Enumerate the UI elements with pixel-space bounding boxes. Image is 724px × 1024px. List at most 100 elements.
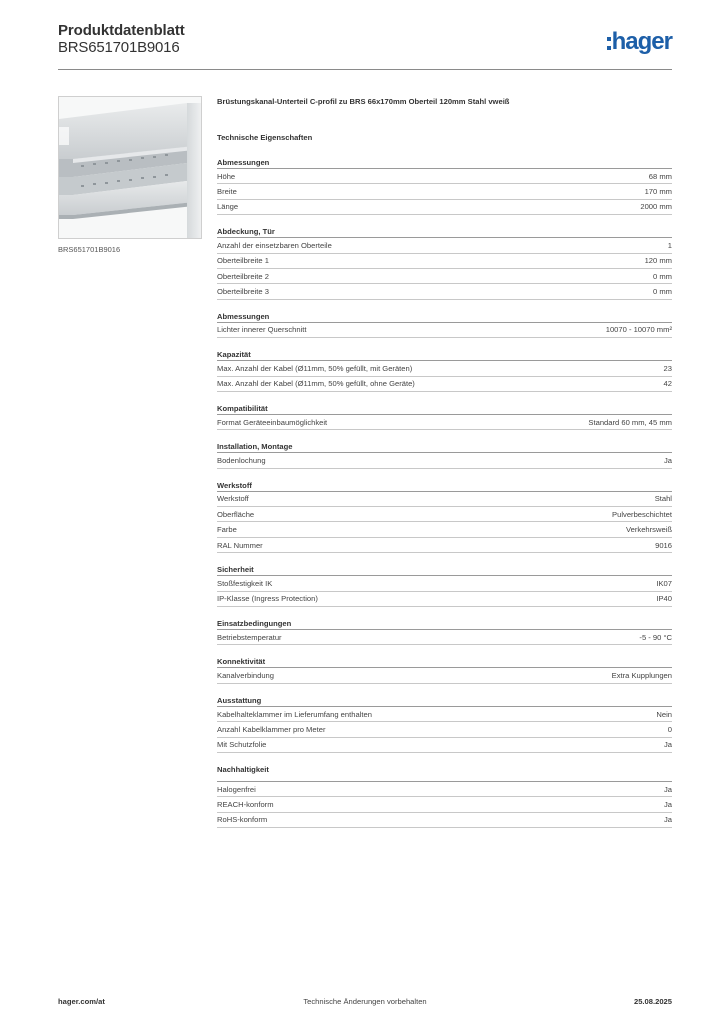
spec-value: 120 mm	[644, 256, 672, 266]
section-title: Technische Eigenschaften	[217, 133, 313, 142]
spec-row: Oberteilbreite 1 120 mm	[217, 254, 672, 269]
spec-value: Nein	[656, 709, 672, 719]
spec-group-title: Kapazität	[217, 350, 672, 362]
spec-value: Stahl	[654, 494, 672, 504]
spec-row: Anzahl Kabelklammer pro Meter 0	[217, 722, 672, 738]
footer-website-link[interactable]: hager.com/at	[58, 997, 105, 1006]
page-footer: Technische Änderungen vorbehalten hager.…	[58, 997, 672, 1009]
spec-row: RoHS-konform Ja	[217, 813, 672, 829]
spec-value: IK07	[656, 578, 672, 588]
spec-value: -5 - 90 °C	[639, 632, 672, 642]
spec-label: Höhe	[217, 171, 236, 181]
spec-value: IP40	[656, 594, 672, 604]
spec-label: Format Geräteeinbaumöglichkeit	[217, 417, 328, 427]
spec-label: Oberteilbreite 1	[217, 256, 269, 266]
spec-label: Werkstoff	[217, 494, 249, 504]
spec-label: Halogenfrei	[217, 784, 256, 794]
spec-row: Kanalverbindung Extra Kupplungen	[217, 668, 672, 684]
spec-label: Farbe	[217, 525, 237, 535]
spec-row: Anzahl der einsetzbaren Oberteile 1	[217, 238, 672, 254]
spec-value: 0 mm	[653, 287, 672, 297]
spec-row: Bodenlochung Ja	[217, 453, 672, 469]
spec-label: Bodenlochung	[217, 455, 266, 465]
cable-duct-product-image	[58, 96, 202, 239]
spec-value: 0	[667, 724, 672, 734]
spec-group-title: Kompatibilität	[217, 404, 672, 415]
spec-value: 1	[667, 240, 672, 250]
spec-row: RAL Nummer 9016	[217, 538, 672, 554]
spec-row: Breite 170 mm	[217, 184, 672, 200]
spec-label: RoHS-konform	[217, 815, 268, 825]
spec-label: REACH-konform	[217, 800, 274, 810]
document-title: Produktdatenblatt	[58, 22, 185, 39]
spec-group-title: Konnektivität	[217, 657, 672, 669]
spec-label: Anzahl der einsetzbaren Oberteile	[217, 240, 332, 250]
spec-label: Kabelhalteklammer im Lieferumfang enthal…	[217, 709, 372, 719]
spec-value: Ja	[663, 740, 672, 750]
spec-row: IP-Klasse (Ingress Protection)IP40	[217, 592, 672, 608]
spec-row: Max. Anzahl der Kabel (Ø11mm, 50% gefüll…	[217, 361, 672, 377]
spec-value: Pulverbeschichtet	[612, 509, 672, 519]
spec-label: Länge	[217, 202, 239, 212]
cable-duct-icon	[59, 97, 201, 238]
spec-value: 42	[663, 379, 672, 389]
document-subtitle: BRS651701B9016	[58, 39, 180, 56]
logo-colon-icon	[606, 37, 611, 50]
spec-label: Anzahl Kabelklammer pro Meter	[217, 724, 326, 734]
spec-label: Max. Anzahl der Kabel (Ø11mm, 50% gefüll…	[217, 363, 413, 373]
spec-group-title: Ausstattung	[217, 696, 672, 707]
spec-label: Oberfläche	[217, 509, 255, 519]
spec-label: Kanalverbindung	[217, 671, 274, 681]
spec-group-title: Abdeckung, Tür	[217, 227, 672, 239]
spec-group-title: Nachhaltigkeit	[217, 765, 672, 782]
spec-row: Länge 2000 mm	[217, 200, 672, 216]
image-caption: BRS651701B9016	[58, 245, 121, 254]
spec-value: 68 mm	[648, 171, 672, 181]
spec-value: Ja	[663, 455, 672, 465]
spec-group-title: Sicherheit	[217, 565, 672, 577]
spec-group-title: Werkstoff	[217, 481, 672, 492]
spec-value: 23	[663, 363, 672, 373]
spec-value: Ja	[663, 815, 672, 825]
spec-value: 0 mm	[653, 271, 672, 281]
spec-group-title: Abmessungen	[217, 312, 672, 323]
spec-row: Betriebstemperatur-5 - 90 °C	[217, 630, 672, 646]
header-divider	[58, 69, 672, 70]
spec-group-title: Installation, Montage	[217, 442, 672, 454]
spec-row: Kabelhalteklammer im Lieferumfang enthal…	[217, 707, 672, 723]
spec-value: 9016	[655, 540, 672, 550]
spec-row: Farbe Verkehrsweiß	[217, 522, 672, 538]
spec-label: Breite	[217, 187, 237, 197]
spec-row: Max. Anzahl der Kabel (Ø11mm, 50% gefüll…	[217, 377, 672, 392]
hager-logo: hager	[606, 28, 673, 54]
spec-row: Oberfläche Pulverbeschichtet	[217, 507, 672, 523]
spec-label: RAL Nummer	[217, 540, 263, 550]
spec-value: 2000 mm	[640, 202, 672, 212]
spec-value: 170 mm	[644, 187, 672, 197]
spec-value: Standard 60 mm, 45 mm	[588, 417, 672, 427]
spec-value: Verkehrsweiß	[626, 525, 672, 535]
spec-value: 10070 - 10070 mm²	[605, 325, 672, 335]
spec-group-title: Abmessungen	[217, 158, 672, 169]
spec-value: Extra Kupplungen	[611, 671, 672, 681]
footer-disclaimer: Technische Änderungen vorbehalten	[303, 997, 427, 1006]
product-title: Brüstungskanal-Unterteil C-profil zu BRS…	[217, 97, 510, 106]
spec-label: Oberteilbreite 2	[217, 271, 269, 281]
